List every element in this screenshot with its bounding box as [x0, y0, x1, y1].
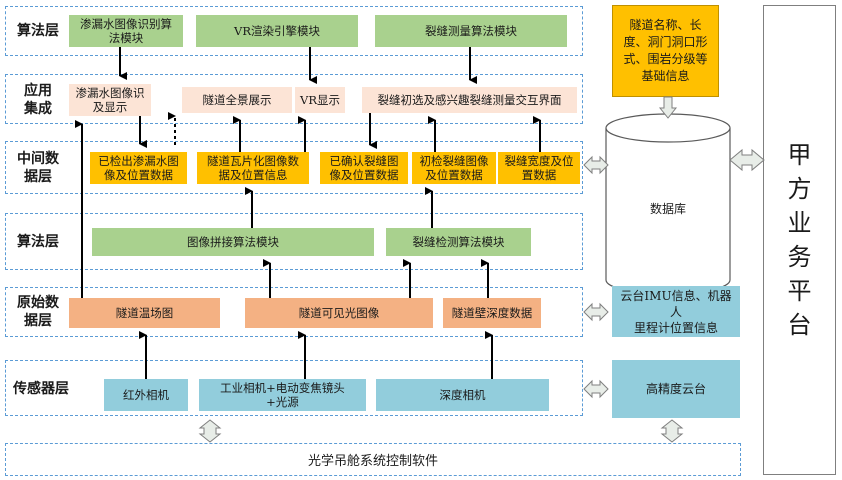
confirmed-crack-data: 已确认裂缝图 像及位置数据 — [320, 152, 408, 184]
vr-render-engine-module: VR渲染引擎模块 — [196, 15, 358, 47]
arrow-software-sensor — [198, 419, 222, 443]
arrow-sensor-ptz — [583, 379, 609, 399]
arrow-raw-imu — [583, 302, 609, 322]
infrared-camera: 红外相机 — [104, 379, 188, 411]
tunnel-wall-depth-data: 隧道壁深度数据 — [443, 298, 541, 328]
arrow-software-ptz — [660, 419, 684, 443]
database-label: 数据库 — [649, 202, 686, 216]
tile-image-data: 隧道瓦片化图像数 据及位置信息 — [197, 152, 309, 184]
seepage-display-app: 渗漏水图像识 及显示 — [69, 84, 151, 116]
layer-label-algorithm: 算法层 — [17, 234, 59, 250]
ptz-imu-odometry-info: 云台IMU信息、机器人 里程计位置信息 — [612, 286, 740, 337]
layer-label-algorithm-top: 算法层 — [17, 23, 59, 39]
layer-raw-data — [5, 287, 583, 337]
initial-crack-data: 初检裂缝图像 及位置数据 — [412, 152, 496, 184]
layer-label-middle-data: 中间数 据层 — [17, 151, 59, 185]
vr-display-app: VR显示 — [295, 87, 345, 113]
layer-middle-data — [5, 141, 583, 194]
tunnel-panorama-app: 隧道全景展示 — [182, 87, 292, 113]
layer-sensor — [5, 360, 583, 416]
client-business-platform: 甲 方 业 务 平 台 — [763, 5, 836, 475]
database-cylinder — [605, 113, 731, 295]
layer-application — [5, 74, 583, 124]
crack-detection-module: 裂缝检测算法模块 — [386, 228, 531, 256]
arrow-db-platform — [729, 148, 765, 172]
depth-camera: 深度相机 — [376, 379, 549, 411]
image-stitching-module: 图像拼接算法模块 — [92, 228, 374, 256]
seepage-recognition-module: 渗漏水图像识别算 法模块 — [69, 15, 183, 47]
layer-label-application: 应用 集成 — [24, 83, 52, 117]
tunnel-basic-info: 隧道名称、长 度、洞门洞口形 式、围岩分级等 基础信息 — [612, 5, 719, 97]
optical-pod-control-software: 光学吊舱系统控制软件 — [5, 443, 741, 476]
tunnel-temperature-map: 隧道温场图 — [69, 298, 220, 328]
layer-label-raw-data: 原始数 据层 — [17, 295, 59, 329]
layer-algorithm — [5, 213, 583, 270]
arrow-info-to-db — [658, 96, 678, 119]
detected-seepage-data: 已检出渗漏水图 像及位置数据 — [90, 152, 187, 184]
crack-measurement-module: 裂缝测量算法模块 — [375, 15, 567, 47]
layer-algorithm-top — [5, 6, 583, 56]
industrial-camera-zoom-lens: 工业相机+电动变焦镜头 +光源 — [199, 379, 366, 411]
tunnel-visible-image: 隧道可见光图像 — [245, 298, 433, 328]
layer-label-sensor: 传感器层 — [13, 381, 69, 397]
crack-interaction-ui-app: 裂缝初选及感兴趣裂缝测量交互界面 — [362, 87, 577, 113]
arrow-mid-db — [583, 155, 609, 175]
crack-width-data: 裂缝宽度及位 置数据 — [498, 152, 580, 184]
high-precision-ptz: 高精度云台 — [612, 360, 740, 418]
